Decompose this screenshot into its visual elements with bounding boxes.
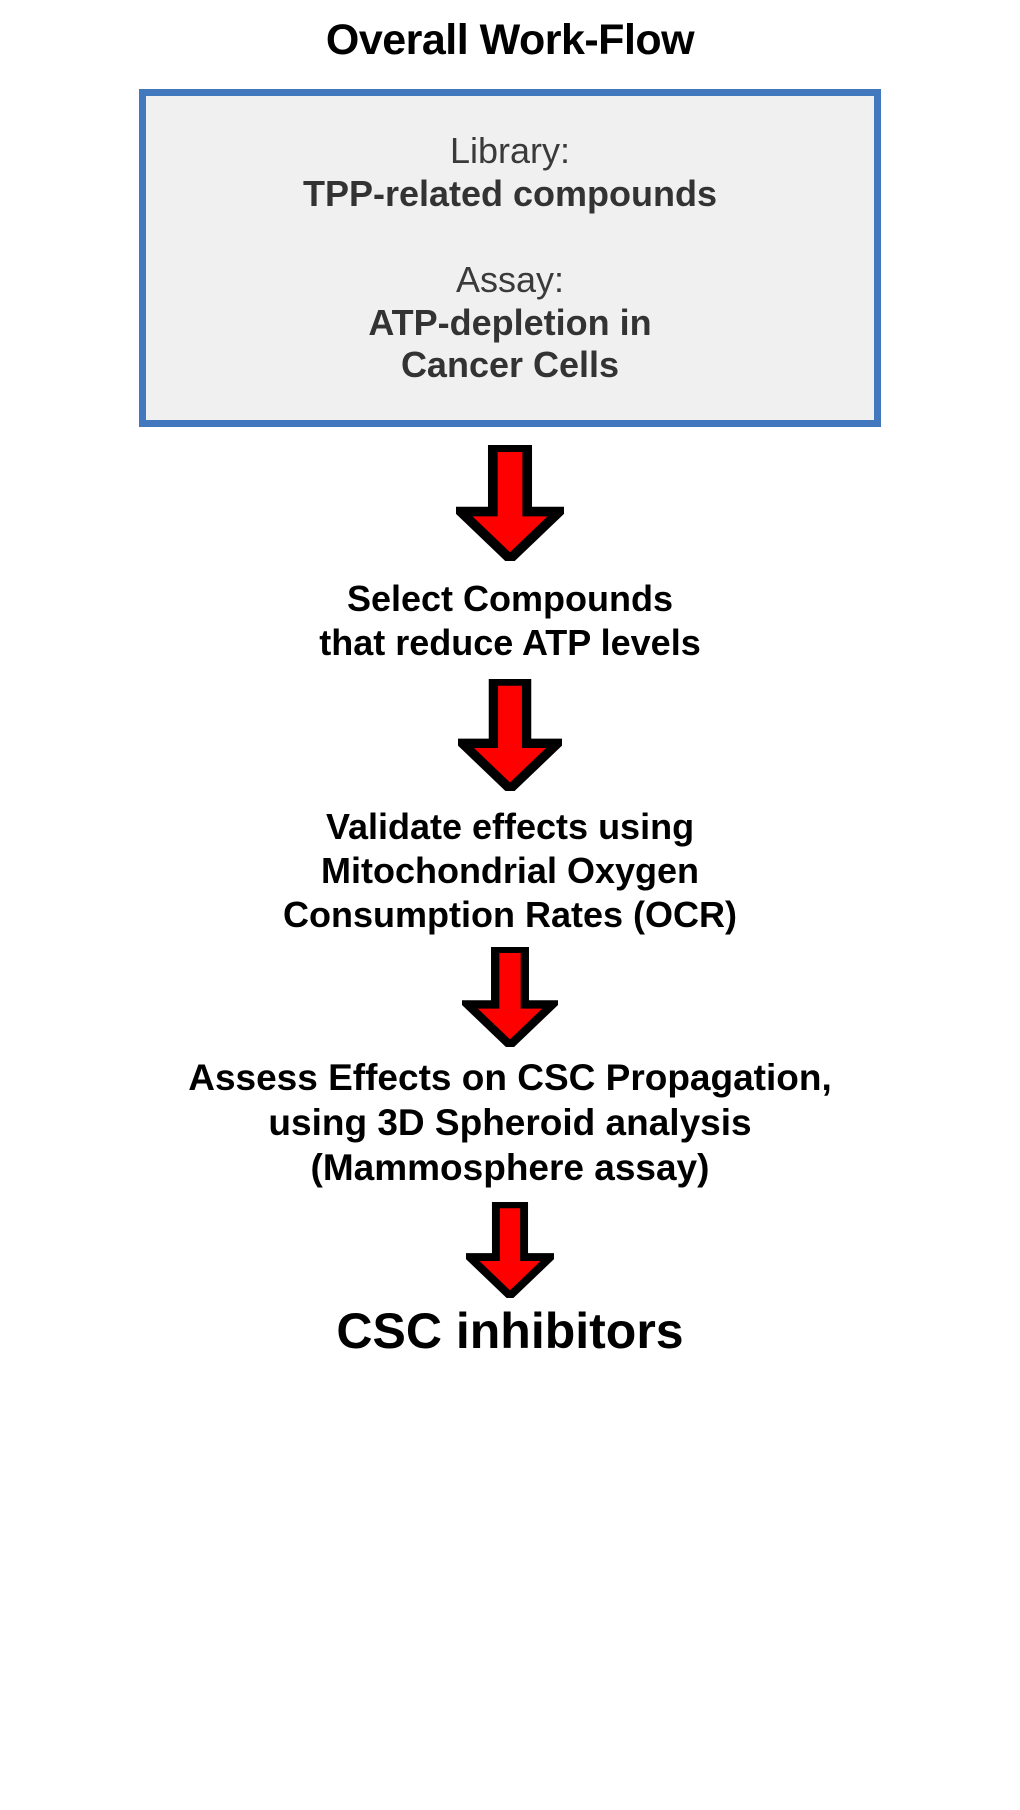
assay-label: Assay:	[455, 259, 565, 301]
assay-value-line2: Cancer Cells	[400, 344, 620, 386]
library-group: Library: TPP-related compounds	[166, 130, 854, 215]
down-arrow-icon	[462, 947, 558, 1048]
library-value: TPP-related compounds	[302, 172, 718, 214]
step-line: Mitochondrial Oxygen	[320, 850, 700, 892]
arrow-3-row	[0, 937, 1020, 1055]
step-text: Select Compounds that reduce ATP levels	[60, 577, 960, 665]
step-line: Consumption Rates (OCR)	[283, 894, 737, 936]
step-validate-ocr: Validate effects using Mitochondrial Oxy…	[0, 805, 1020, 937]
arrow-4-row	[0, 1190, 1020, 1304]
outcome-row: CSC inhibitors	[0, 1304, 1020, 1359]
outcome-label: CSC inhibitors	[336, 1303, 684, 1360]
step-line: (Mammosphere assay)	[310, 1147, 710, 1189]
arrow-2-row	[0, 665, 1020, 805]
library-label: Library:	[449, 130, 571, 172]
step-line: that reduce ATP levels	[319, 622, 701, 664]
assay-group: Assay: ATP-depletion in Cancer Cells	[166, 259, 854, 386]
down-arrow-icon	[466, 1202, 554, 1299]
arrow-1-row	[0, 427, 1020, 577]
step-line: Assess Effects on CSC Propagation,	[188, 1057, 832, 1099]
down-arrow-icon	[458, 679, 562, 792]
step-line: using 3D Spheroid analysis	[268, 1102, 752, 1144]
assay-value-line1: ATP-depletion in	[368, 301, 652, 343]
step-line: Validate effects using	[325, 806, 695, 848]
down-arrow-icon	[456, 445, 564, 562]
step-text: Assess Effects on CSC Propagation, using…	[60, 1055, 960, 1190]
step-text: Validate effects using Mitochondrial Oxy…	[60, 805, 960, 937]
library-assay-box: Library: TPP-related compounds Assay: AT…	[139, 89, 881, 428]
step-line: Select Compounds	[346, 578, 674, 620]
step-select-compounds: Select Compounds that reduce ATP levels	[0, 577, 1020, 665]
step-csc-propagation: Assess Effects on CSC Propagation, using…	[0, 1055, 1020, 1190]
page-title: Overall Work-Flow	[325, 16, 695, 64]
